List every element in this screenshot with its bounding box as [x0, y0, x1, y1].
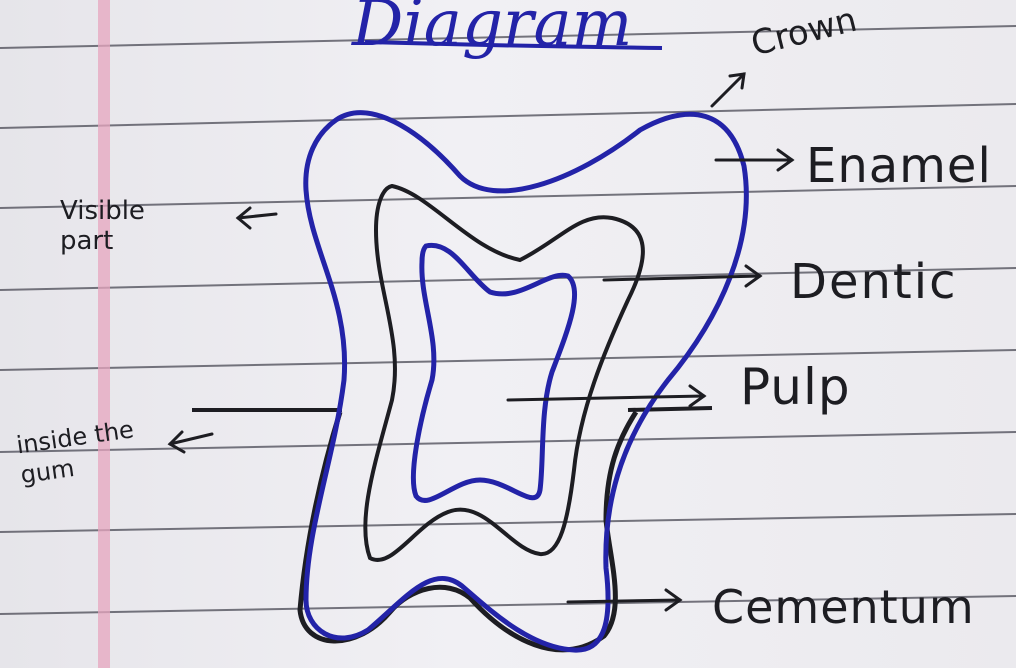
enamel-outline: [306, 113, 747, 650]
label-pulp: Pulp: [740, 362, 851, 412]
label-cementum: Cementum: [712, 584, 975, 630]
tooth-outline-black: [300, 412, 636, 650]
gum-line-right: [628, 408, 712, 410]
cementum-arrow: [568, 600, 680, 602]
pulp-outline: [413, 245, 574, 500]
diagram-title: Diagram: [352, 0, 632, 56]
pulp-arrow: [508, 396, 704, 400]
label-enamel: Enamel: [806, 142, 992, 190]
dentic-arrow: [604, 276, 760, 280]
dentin-outline: [365, 186, 643, 560]
crown-arrow: [712, 74, 744, 106]
label-dentic: Dentic: [790, 258, 957, 306]
label-visible-part: Visible part: [60, 196, 180, 256]
